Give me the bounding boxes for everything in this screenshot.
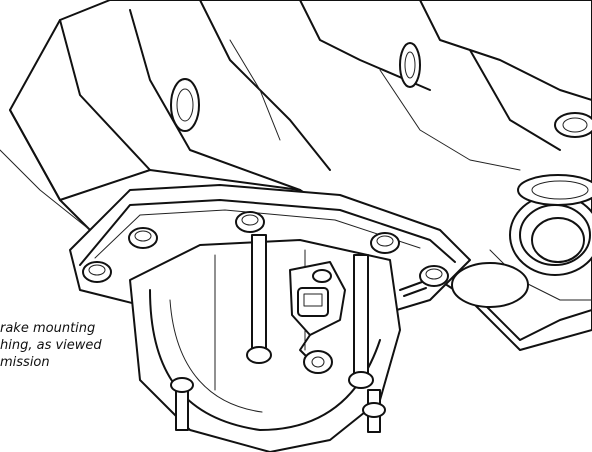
- sensor-connector: [289, 261, 346, 374]
- direction-mark: [399, 281, 427, 297]
- caption-line-2: hing, as viewed: [0, 338, 102, 353]
- bolt-4: [370, 232, 400, 254]
- caption-line-3: mission: [0, 355, 50, 370]
- bolt-1: [82, 261, 112, 283]
- housing-bosses: [170, 42, 592, 138]
- figure-caption: rake mounting hing, as viewed mission: [0, 320, 140, 371]
- flange-bolts: [82, 211, 449, 287]
- flange-hole: [451, 262, 529, 308]
- side-port: [509, 174, 592, 276]
- bolt-5: [419, 265, 449, 287]
- bolt-2: [128, 227, 158, 249]
- bolt-3: [235, 211, 265, 233]
- caption-line-1: rake mounting: [0, 321, 96, 336]
- housing-studs: [170, 234, 386, 433]
